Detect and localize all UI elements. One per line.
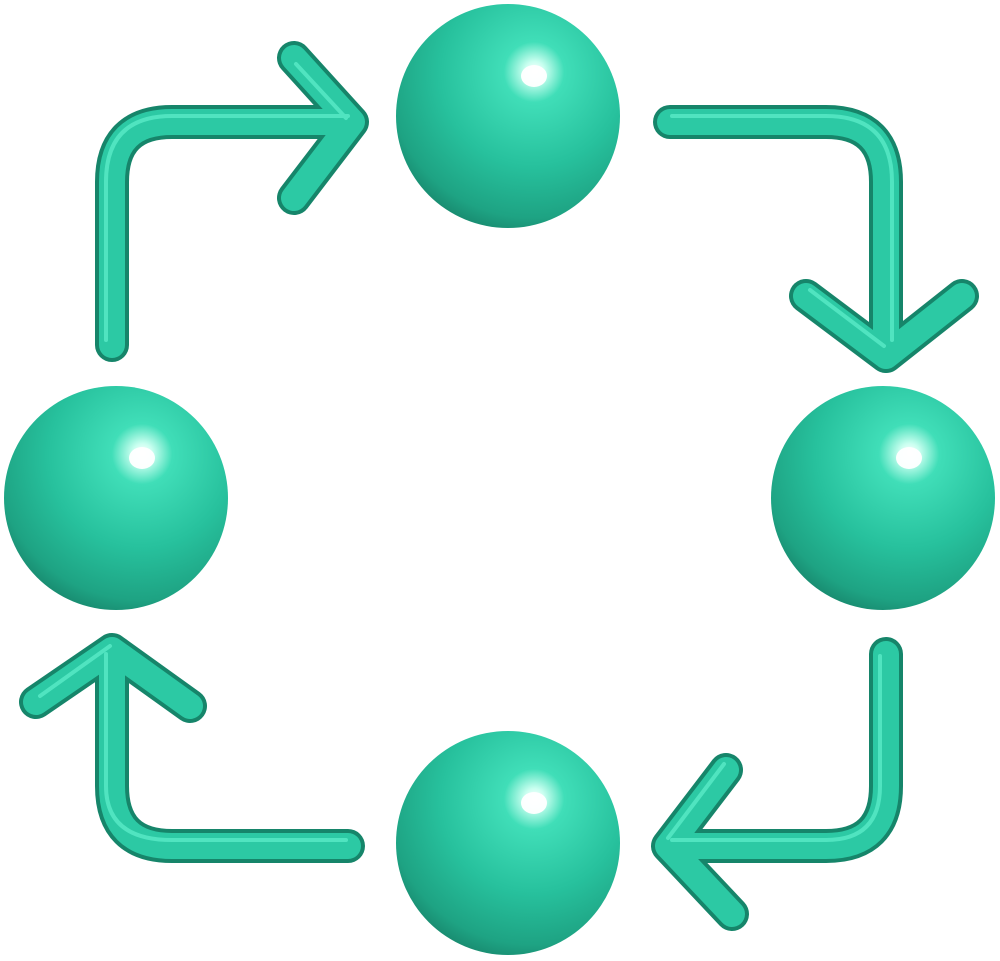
arrow-left-to-top (95, 41, 369, 362)
node-top (396, 4, 620, 228)
node-right (771, 386, 995, 610)
arrow-top-to-right (653, 105, 979, 373)
node-bottom (396, 731, 620, 955)
arrow-right-to-bottom (651, 637, 903, 931)
arrow-bottom-to-left (19, 633, 365, 863)
node-left (4, 386, 228, 610)
